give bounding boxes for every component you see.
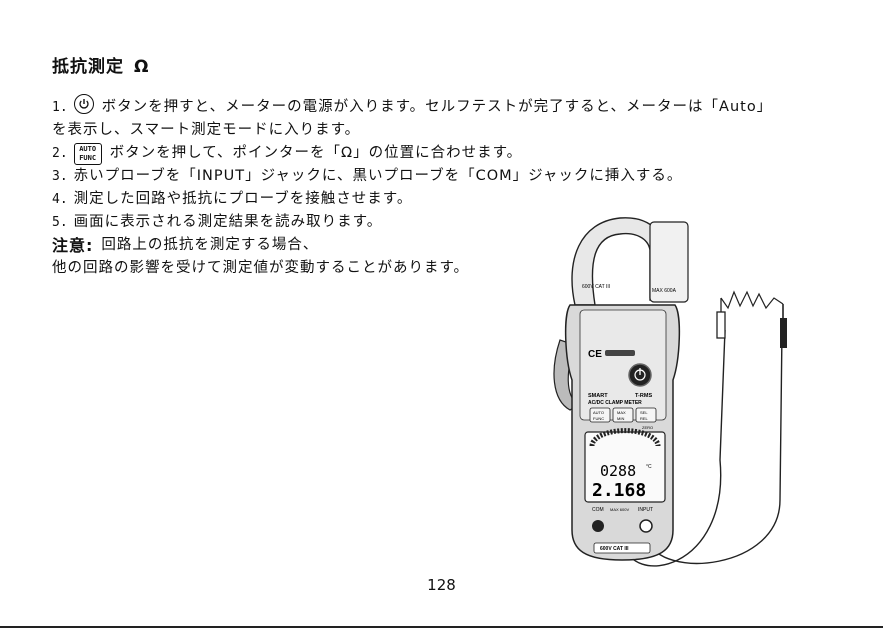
- svg-text:MAX: MAX: [617, 410, 626, 415]
- lcd-reading-top: 0288: [600, 462, 636, 480]
- step-1-continued: を表示し、スマート測定モードに入ります。: [52, 119, 852, 142]
- black-probe: [780, 318, 787, 348]
- input-jack-label: INPUT: [638, 507, 653, 513]
- lcd-reading-unit: °C: [646, 464, 652, 470]
- red-probe: [716, 311, 726, 339]
- ohm-symbol: Ω: [134, 57, 150, 77]
- power-button-icon: [73, 93, 94, 114]
- svg-text:MIN: MIN: [617, 416, 624, 421]
- clamp-meter-illustration: 600V CAT III MAX 600A CE SMART T-RMS AC/…: [553, 217, 787, 567]
- step-5: 5. 画面に表示される測定結果を読み取ります。: [52, 211, 852, 234]
- step-text: ボタンを押すと、メーターの電源が入ります。セルフテストが完了すると、メーターは「…: [101, 99, 773, 115]
- section-title: 抵抗測定 Ω: [52, 52, 149, 77]
- bottom-divider: [0, 626, 883, 628]
- step-text: ボタンを押して、ポインターを「Ω」の位置に合わせます。: [109, 145, 523, 161]
- step-number: 3.: [52, 169, 68, 184]
- lcd-reading-main: 2.168: [592, 480, 646, 501]
- step-1: 1. ボタンを押すと、メーターの電源が入ります。セルフテストが完了すると、メータ…: [52, 93, 852, 119]
- svg-text:FUNC: FUNC: [593, 416, 604, 421]
- brand-trms: T-RMS: [635, 393, 652, 399]
- func-icon-bottom: FUNC: [79, 153, 97, 162]
- ce-mark: CE: [588, 349, 602, 360]
- com-jack: [592, 520, 604, 532]
- step-text: を表示し、スマート測定モードに入ります。: [52, 122, 361, 138]
- sel-rel-button: [635, 407, 657, 423]
- input-jack: [639, 519, 653, 533]
- step-number: 4.: [52, 192, 68, 207]
- brand-clamp: AC/DC CLAMP METER: [588, 400, 642, 406]
- note-label: 注意:: [52, 236, 94, 255]
- step-number: 5.: [52, 215, 68, 230]
- note-text: 回路上の抵抗を測定する場合、: [101, 237, 319, 253]
- step-text: 測定した回路や抵抗にプローブを接触させます。: [73, 191, 413, 207]
- svg-text:REL: REL: [640, 416, 649, 421]
- note-text: 他の回路の影響を受けて測定値が変動することがあります。: [52, 260, 470, 276]
- auto-func-button-icon: AUTO FUNC: [73, 142, 102, 165]
- svg-text:AUTO: AUTO: [593, 410, 604, 415]
- zero-label: ZERO: [642, 425, 653, 430]
- note-line-2: 他の回路の影響を受けて測定値が変動することがあります。: [52, 257, 852, 280]
- section-title-text: 抵抗測定: [52, 57, 124, 77]
- com-jack-label: COM: [592, 507, 604, 513]
- resistor-icon: [720, 290, 784, 310]
- auto-func-button: [589, 407, 611, 423]
- jaw-max-label: MAX 600A: [652, 288, 677, 294]
- instructions: 1. ボタンを押すと、メーターの電源が入ります。セルフテストが完了すると、メータ…: [52, 93, 852, 280]
- step-3: 3. 赤いプローブを「INPUT」ジャックに、黒いプローブを「COM」ジャックに…: [52, 165, 852, 188]
- step-number: 1.: [52, 100, 68, 115]
- step-4: 4. 測定した回路や抵抗にプローブを接触させます。: [52, 188, 852, 211]
- max-min-button: [612, 407, 634, 423]
- step-text: 画面に表示される測定結果を読み取ります。: [73, 214, 383, 230]
- step-text: 赤いプローブを「INPUT」ジャックに、黒いプローブを「COM」ジャックに挿入す…: [73, 168, 683, 184]
- step-2: 2. AUTO FUNC ボタンを押して、ポインターを「Ω」の位置に合わせます。: [52, 142, 852, 165]
- note-line-1: 注意: 回路上の抵抗を測定する場合、: [52, 234, 852, 257]
- func-icon-top: AUTO: [79, 144, 97, 153]
- step-number: 2.: [52, 146, 68, 161]
- svg-text:SEL: SEL: [640, 410, 648, 415]
- max-voltage-label: MAX 600V: [610, 507, 629, 512]
- page-number: 128: [427, 576, 456, 594]
- brand-smart: SMART: [588, 393, 608, 399]
- jaw-cat-label: 600V CAT III: [582, 284, 610, 290]
- cat-rating-label: 600V CAT III: [600, 546, 629, 552]
